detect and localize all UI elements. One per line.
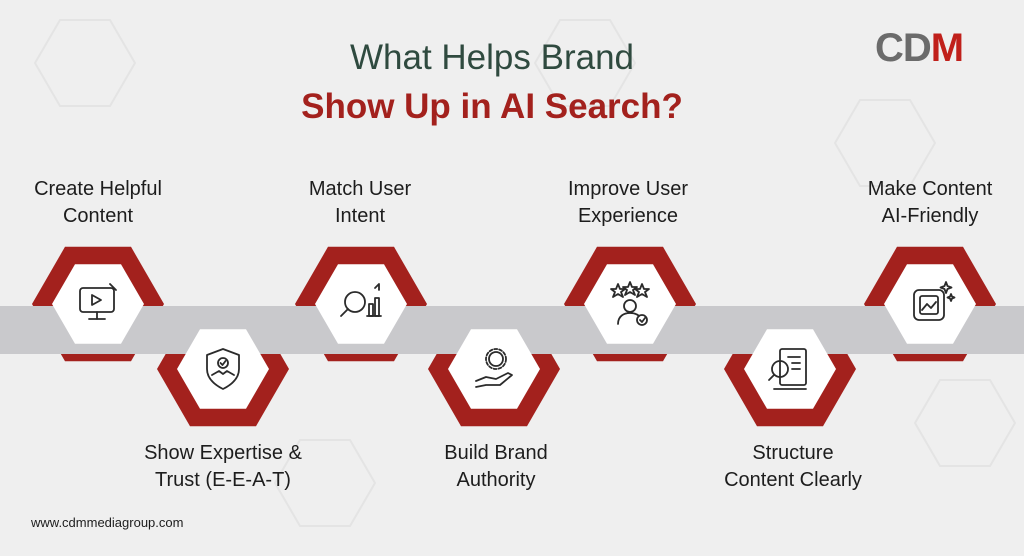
footer-website: www.cdmmediagroup.com — [31, 515, 184, 530]
search-chart-icon — [333, 276, 389, 332]
document-search-icon — [762, 341, 818, 397]
logo-cd: CD — [875, 26, 932, 70]
step-icon-badge-2 — [177, 329, 269, 409]
step-label-line1: Improve User — [567, 178, 689, 200]
step-icon-badge-3 — [315, 264, 407, 344]
step-label-line1: Match User — [308, 178, 412, 200]
step-match-user-intent: Match User Intent — [240, 176, 480, 230]
cdm-logo: CDM — [875, 26, 964, 70]
video-monitor-icon — [70, 276, 126, 332]
step-label-line1: Build Brand — [444, 442, 548, 464]
step-make-content-ai-friendly: Make Content AI-Friendly — [810, 176, 1024, 230]
step-label-line2: Trust (E-E-A-T) — [155, 469, 291, 491]
step-label-line1: Structure — [752, 442, 834, 464]
title-line-1: What Helps Brand — [349, 38, 635, 77]
step-show-expertise: Show Expertise & Trust (E-E-A-T) — [103, 440, 343, 494]
step-icon-badge-5 — [584, 264, 676, 344]
step-label-line1: Create Helpful — [34, 178, 162, 200]
step-improve-user-experience: Improve User Experience — [508, 176, 748, 230]
step-label-line2: Content Clearly — [724, 469, 862, 491]
step-label-line2: AI-Friendly — [881, 205, 979, 227]
step-label-line1: Show Expertise & — [144, 442, 302, 464]
step-icon-badge-1 — [52, 264, 144, 344]
ai-image-icon — [902, 276, 958, 332]
step-icon-badge-6 — [744, 329, 836, 409]
step-label-line2: Experience — [577, 205, 679, 227]
step-label-line1: Make Content — [867, 178, 993, 200]
step-label-line2: Content — [62, 205, 134, 227]
user-rating-icon — [602, 276, 658, 332]
hand-badge-icon — [466, 341, 522, 397]
step-create-helpful-content: Create Helpful Content — [0, 176, 218, 230]
step-icon-badge-7 — [884, 264, 976, 344]
handshake-shield-icon — [195, 341, 251, 397]
step-structure-content: Structure Content Clearly — [673, 440, 913, 494]
logo-m: M — [930, 26, 964, 70]
step-label-line2: Authority — [456, 469, 536, 491]
step-build-brand-authority: Build Brand Authority — [376, 440, 616, 494]
step-label-line2: Intent — [334, 205, 386, 227]
title-line-2: Show Up in AI Search? — [301, 87, 683, 126]
